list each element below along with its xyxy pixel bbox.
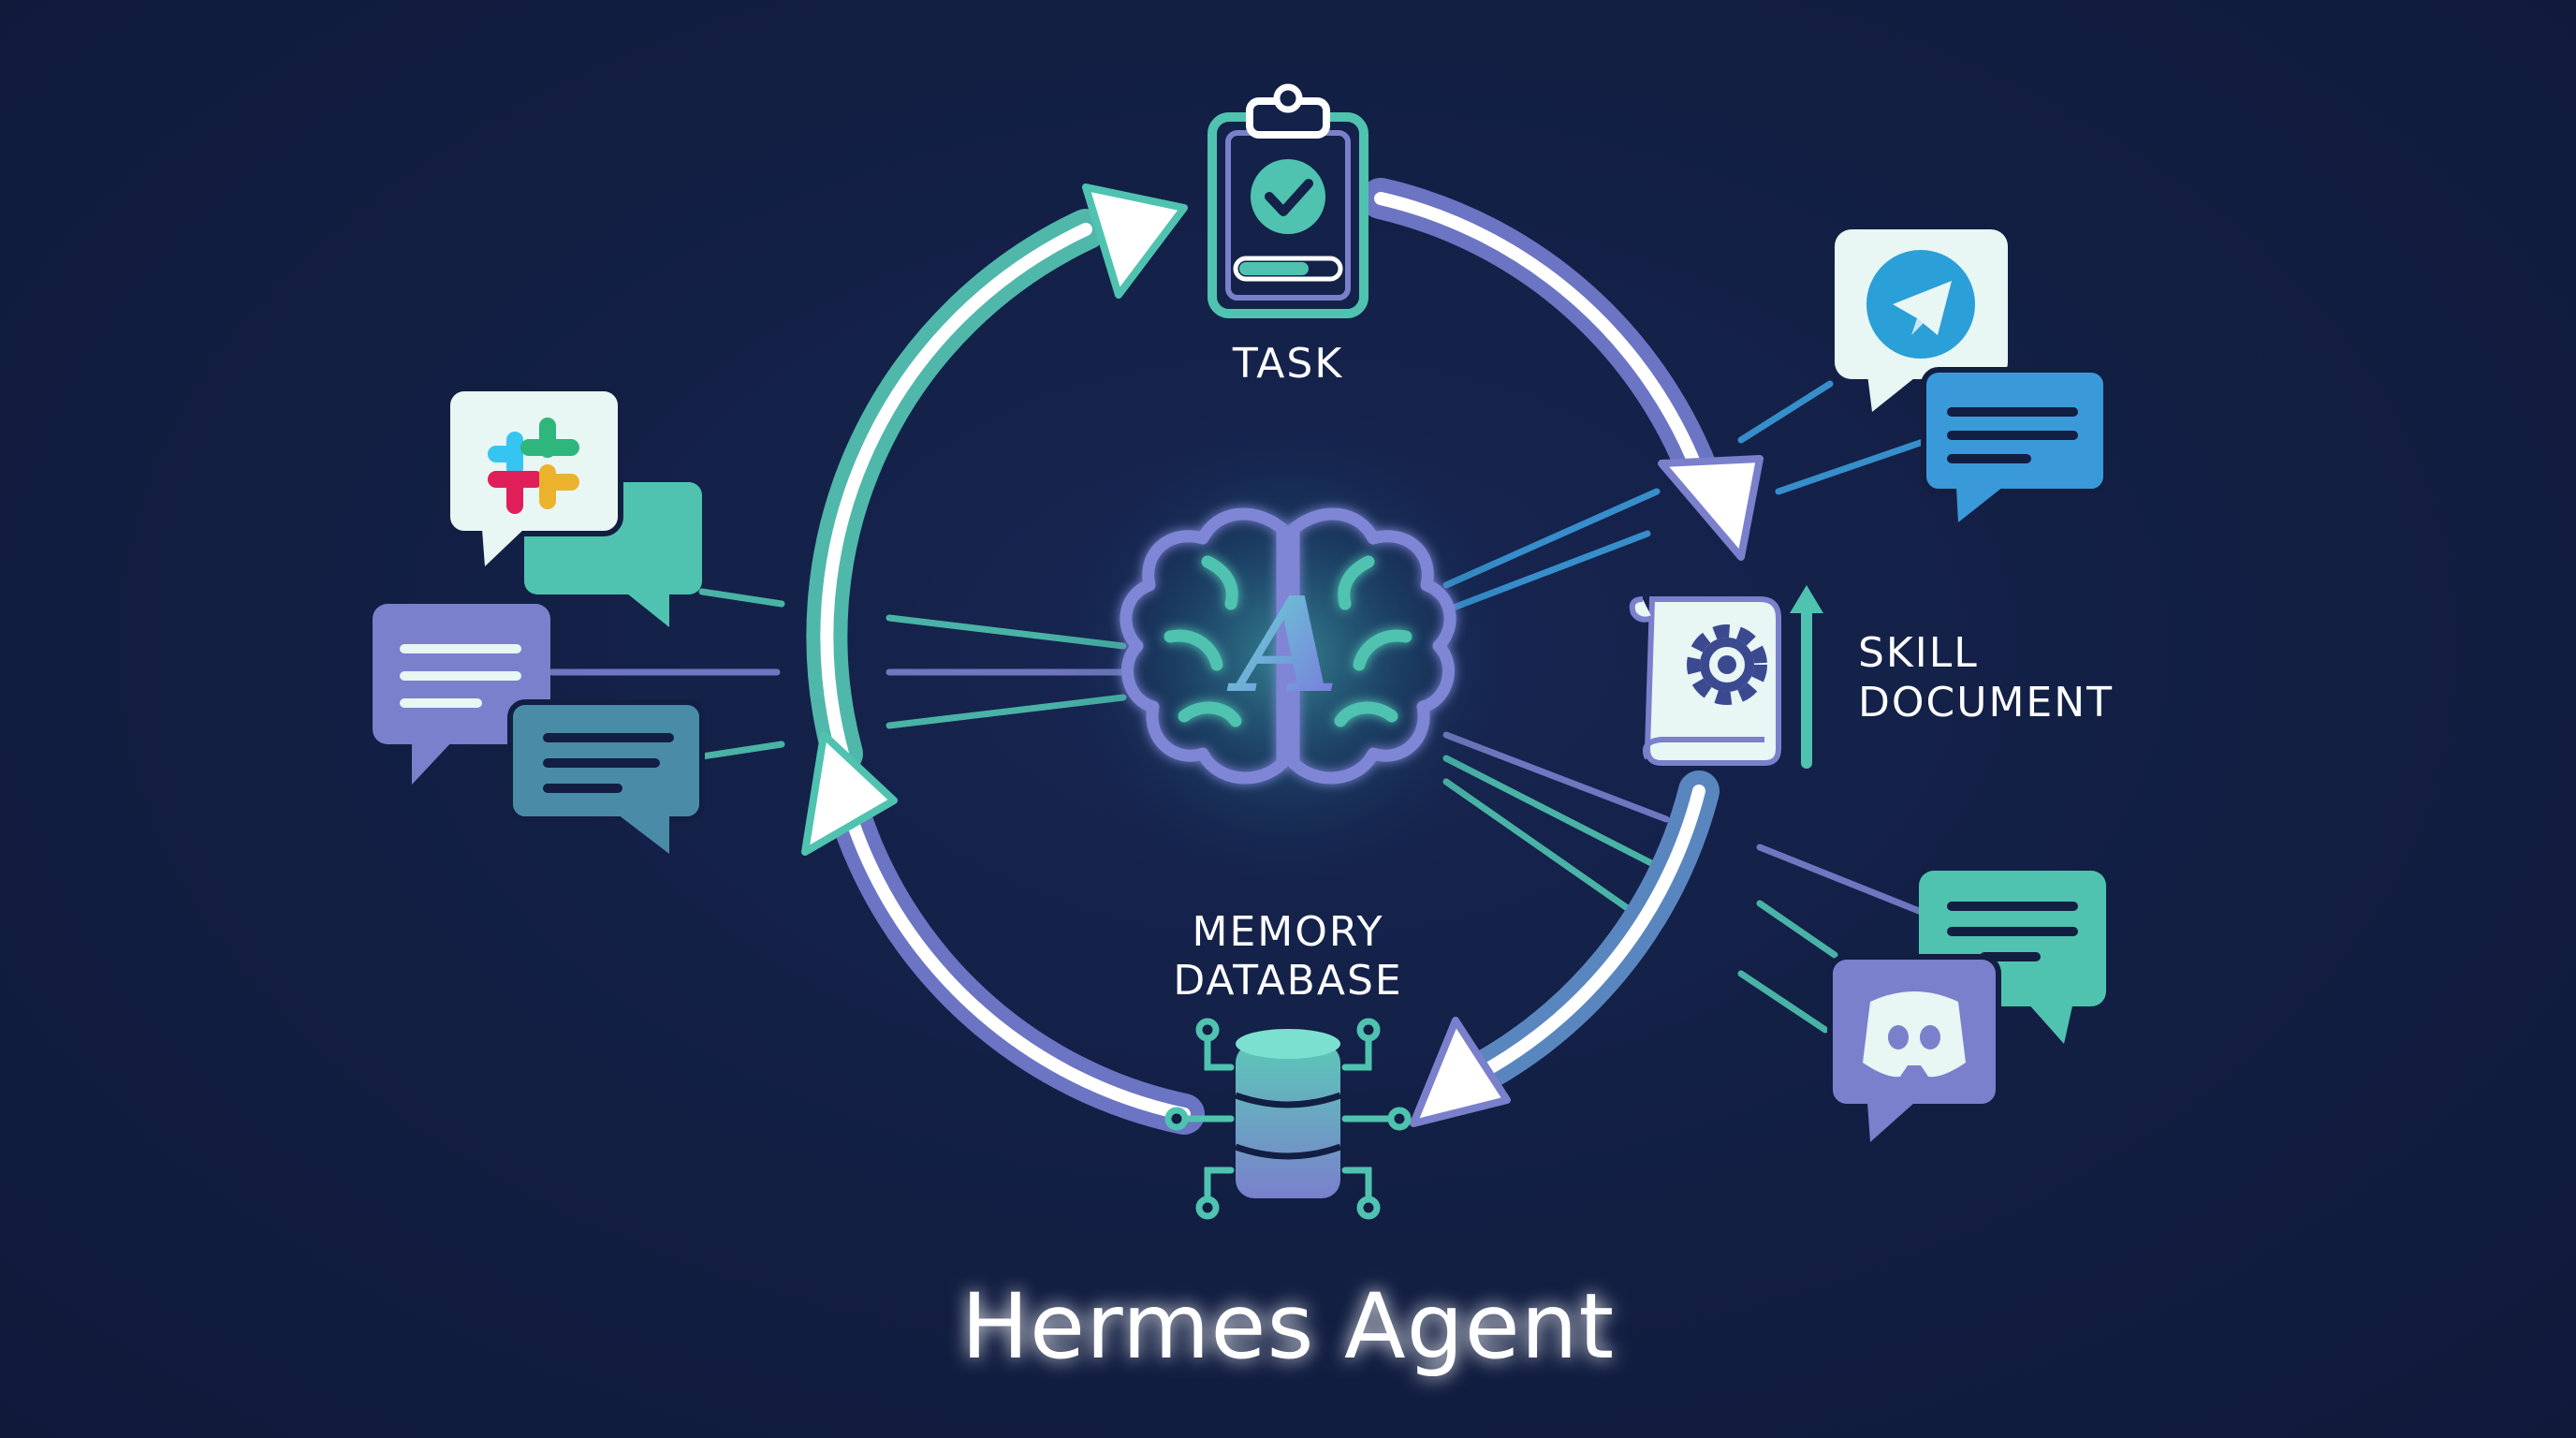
cycle-arc-bottom-left-highlight — [841, 799, 1191, 1121]
task-node: TASK — [1208, 83, 1368, 388]
database-icon — [1164, 1018, 1412, 1220]
skill-label-line1: SKILL — [1858, 629, 1979, 677]
slack-bubble[interactable] — [445, 386, 623, 566]
memory-label-line1: MEMORY — [1193, 908, 1384, 956]
telegram-bubble[interactable] — [1835, 229, 2008, 412]
chat-bubble-slate[interactable] — [507, 699, 705, 854]
skill-document-node: SKILL DOCUMENT — [1629, 585, 2114, 769]
connector-line — [1737, 380, 1834, 444]
arrowhead-to-memory — [1410, 1017, 1511, 1127]
check-icon — [1251, 159, 1325, 234]
cycle-arc-top-right — [1360, 178, 1724, 507]
memory-database-node: MEMORY DATABASE — [1164, 908, 1412, 1220]
connector-line — [1737, 970, 1829, 1034]
progress-bar-fill — [1239, 262, 1309, 275]
center-glyph: A — [1227, 569, 1339, 723]
memory-label-line2: DATABASE — [1173, 957, 1402, 1005]
diagram-title: Hermes Agent — [961, 1274, 1615, 1379]
slack-icon — [488, 418, 579, 514]
cycle-ring — [806, 178, 1724, 1135]
cycle-arc-top-right-highlight — [1374, 192, 1710, 493]
chat-bubble-purple[interactable] — [373, 604, 550, 785]
arrowhead-to-left — [801, 731, 898, 856]
arrowhead-to-skill — [1658, 455, 1764, 561]
left-chat-cluster — [373, 386, 705, 854]
brain-icon — [1120, 507, 1456, 785]
progress-bar-track — [1233, 256, 1343, 282]
arrowhead-to-task — [1082, 183, 1188, 299]
skill-label-line2: DOCUMENT — [1858, 679, 2114, 726]
cycle-arrowheads — [801, 183, 1764, 1127]
cycle-arc-bottom-right — [1435, 770, 1720, 1107]
discord-bubble[interactable] — [1827, 954, 2001, 1142]
discord-icon — [1863, 991, 1966, 1078]
brain-core: A — [1045, 412, 1531, 899]
cycle-arc-left-highlight — [820, 223, 1092, 760]
gear-icon — [1687, 624, 1767, 705]
connector-line — [1756, 900, 1838, 959]
right-lower-chat-cluster — [1827, 871, 2106, 1142]
task-label: TASK — [1232, 340, 1343, 388]
connector-line — [1775, 436, 1932, 495]
right-upper-chat-cluster — [1835, 229, 2109, 522]
cycle-arc-bottom-left — [827, 785, 1205, 1135]
connector-line — [1756, 844, 1927, 917]
connector-line — [698, 588, 785, 608]
chat-bubble-blue[interactable] — [1921, 367, 2109, 522]
cycle-arc-bottom-right-highlight — [1449, 785, 1705, 1093]
connector-line — [698, 741, 785, 760]
